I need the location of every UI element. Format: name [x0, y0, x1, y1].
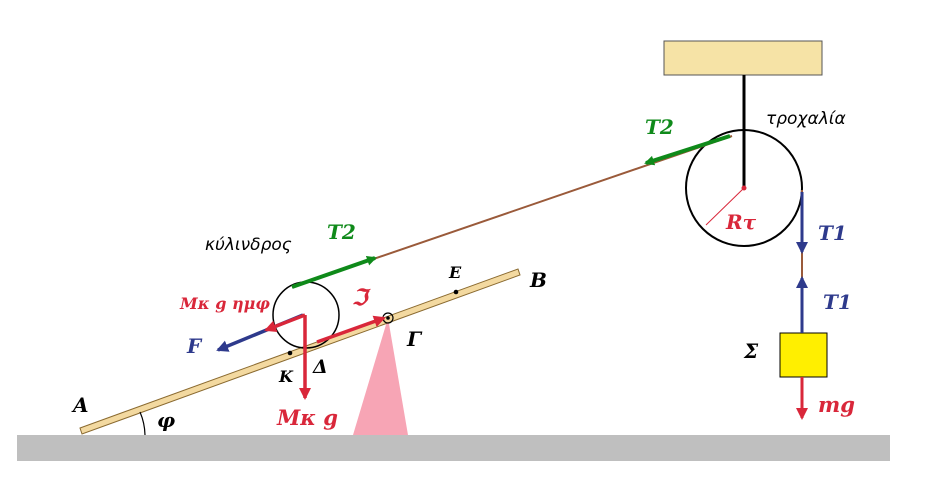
label-T2-top: T2: [645, 115, 674, 139]
pivot-dot: [386, 316, 390, 320]
label-point-A: A: [71, 393, 89, 417]
label-T2-cylinder: T2: [327, 220, 356, 244]
ceiling-mount: [663, 40, 823, 76]
angle-arc: [139, 411, 146, 436]
pulley-radius: [705, 187, 745, 226]
arrow-T2-cylinder: [291, 255, 377, 289]
label-point-K: K: [278, 367, 294, 386]
pulley-wheel: [685, 129, 803, 247]
label-cylinder: κύλινδρος: [205, 235, 292, 255]
label-block: Σ: [743, 339, 759, 363]
label-weight-cylinder: Mκ g: [276, 405, 338, 430]
label-point-B: B: [529, 268, 547, 292]
label-T1-up: T1: [823, 290, 852, 314]
label-T1-down: T1: [818, 221, 847, 245]
label-point-D: Δ: [312, 356, 328, 378]
label-F: F: [186, 334, 203, 358]
label-friction: ℑ: [352, 285, 371, 311]
label-point-G: Γ: [406, 327, 423, 351]
point-K-dot: [287, 350, 293, 356]
fulcrum-support: [353, 318, 408, 435]
arrow-weight-component: [264, 313, 306, 333]
label-point-E: E: [448, 263, 462, 282]
label-radius: Rτ: [725, 210, 757, 234]
label-weight-component: Mκ g ημφ: [179, 294, 270, 313]
label-angle: φ: [157, 408, 175, 432]
ground: [17, 435, 890, 461]
arrow-T2-pulley: [644, 134, 731, 166]
arrow-friction: [316, 315, 386, 344]
hanging-block: [779, 332, 828, 378]
label-pulley: τροχαλία: [766, 109, 846, 129]
label-weight-block: mg: [818, 392, 855, 417]
point-E-dot: [453, 289, 459, 295]
